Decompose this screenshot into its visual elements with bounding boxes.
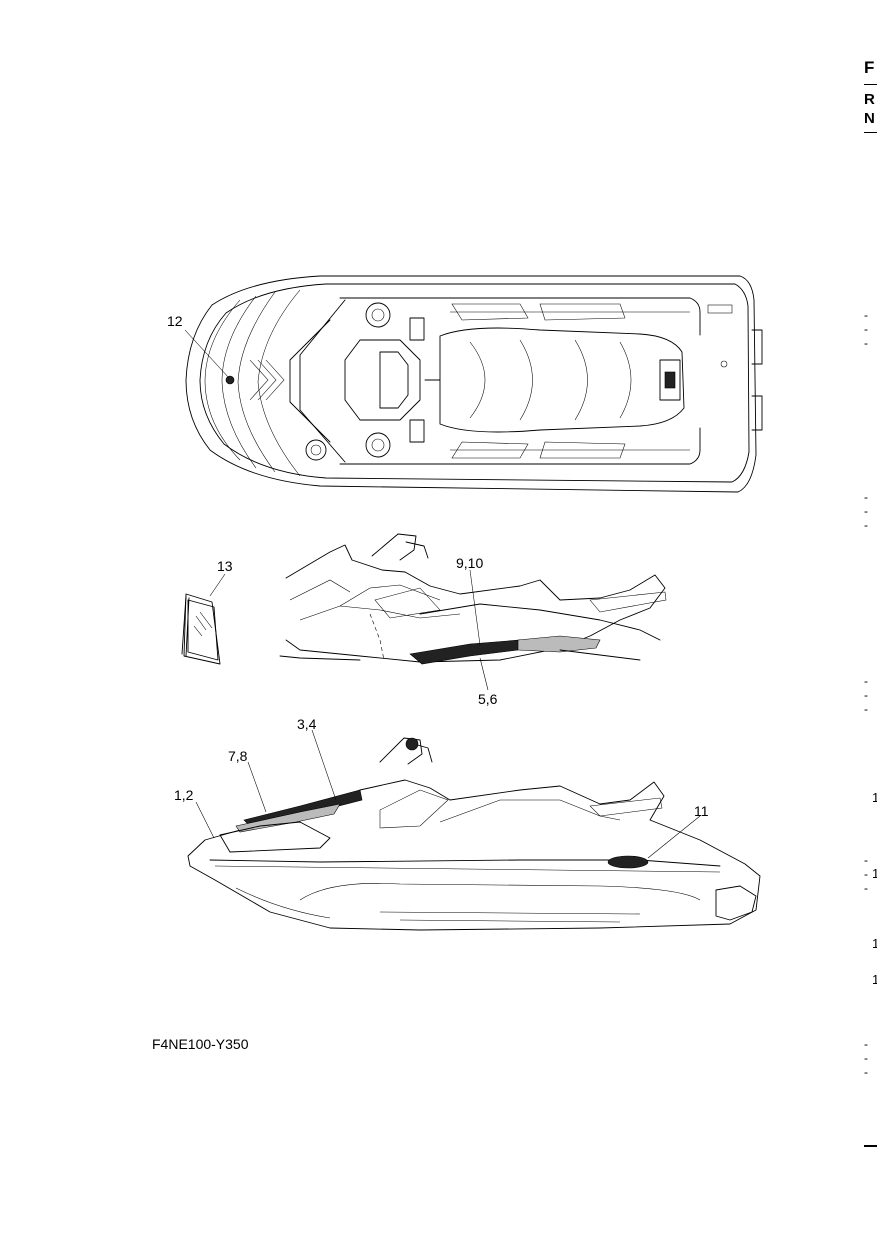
edge-number-3: 1	[872, 936, 877, 951]
edge-number-4: 1	[872, 972, 877, 987]
edge-rule-1	[864, 84, 877, 85]
edge-dash-5: - - -	[864, 1037, 869, 1079]
callout-1-2: 1,2	[174, 787, 194, 803]
edge-letter-r: R	[864, 91, 875, 108]
edge-dash-2: - - -	[864, 490, 869, 532]
watercraft-side-view-full	[187, 729, 761, 931]
edge-number-1: 1	[872, 790, 877, 805]
edge-letter-f: F	[864, 58, 875, 77]
edge-number-2: 1	[872, 866, 877, 881]
figure-reference-code: F4NE100-Y350	[152, 1036, 249, 1052]
manual-booklet-item-13	[181, 573, 226, 665]
callout-5-6: 5,6	[478, 691, 498, 707]
leader-12	[184, 329, 230, 379]
edge-rule-2	[864, 132, 877, 133]
callout-3-4: 3,4	[297, 716, 317, 732]
edge-letter-n: N	[864, 110, 875, 127]
callout-7-8: 7,8	[228, 748, 248, 764]
edge-rule-3	[864, 1145, 877, 1147]
edge-dash-1: - - -	[864, 308, 869, 350]
watercraft-side-view-partial	[279, 533, 667, 691]
callout-9-10: 9,10	[456, 555, 484, 571]
callout-13: 13	[217, 558, 233, 574]
callout-12: 12	[167, 313, 183, 329]
edge-dash-4: - - -	[864, 853, 869, 895]
edge-dash-3: - - -	[864, 674, 869, 716]
watercraft-top-view	[185, 275, 763, 493]
callout-11: 11	[694, 803, 709, 819]
